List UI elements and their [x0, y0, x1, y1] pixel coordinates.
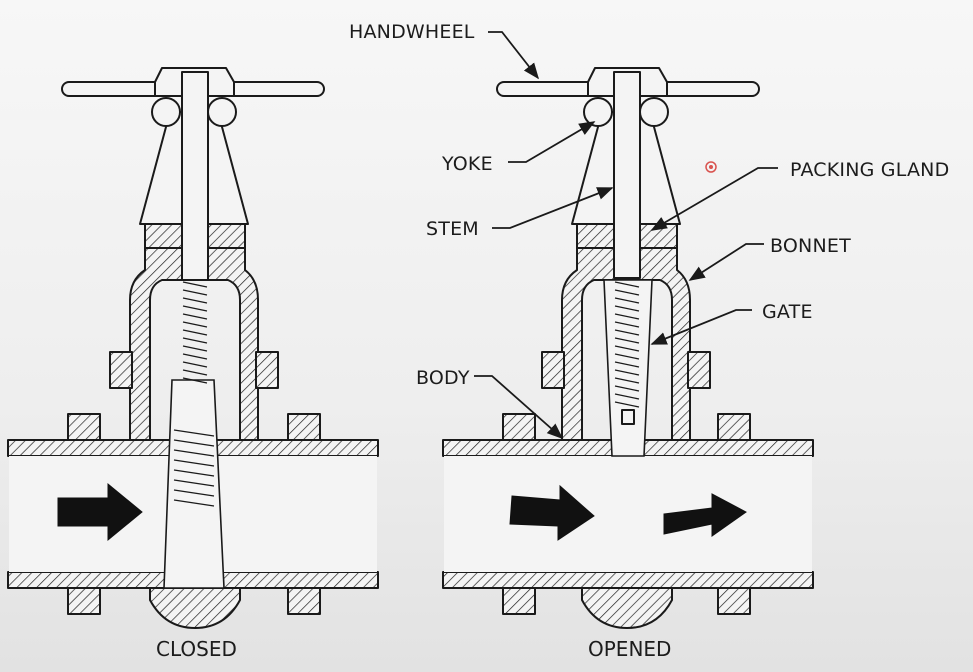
label-handwheel: HANDWHEEL — [349, 21, 475, 43]
leader-lines — [474, 31, 778, 440]
opened-yoke-nut — [583, 97, 613, 127]
closed-body-flange — [109, 351, 133, 389]
opened-gate — [603, 279, 653, 457]
label-packing-gland: PACKING GLAND — [790, 159, 949, 181]
closed-yoke-nut — [151, 97, 181, 127]
opened-flange — [717, 587, 751, 615]
opened-flow-arrow-2 — [663, 493, 747, 537]
label-body: BODY — [416, 367, 470, 389]
opened-yoke-nut — [639, 97, 669, 127]
caption-closed: CLOSED — [156, 637, 237, 661]
closed-body-flange — [255, 351, 279, 389]
label-yoke: YOKE — [441, 153, 493, 175]
closed-flow-arrow — [57, 482, 143, 542]
closed-flange — [287, 587, 321, 615]
label-bonnet: BONNET — [770, 235, 851, 257]
closed-flange — [67, 587, 101, 615]
label-gate: GATE — [762, 301, 813, 323]
opened-flange — [502, 413, 536, 441]
body-leader — [474, 375, 564, 440]
bonnet-leader — [688, 243, 764, 281]
opened-stem — [613, 71, 641, 279]
closed-flange — [287, 413, 321, 441]
cursor-marker-icon — [705, 161, 717, 173]
caption-opened: OPENED — [588, 637, 671, 661]
opened-body-bottom — [581, 587, 673, 629]
label-stem: STEM — [426, 218, 479, 240]
opened-body — [561, 247, 691, 441]
closed-yoke-nut — [207, 97, 237, 127]
handwheel-leader — [488, 31, 539, 80]
closed-stem — [181, 71, 209, 281]
opened-pipe-bottom-wall — [442, 571, 814, 589]
opened-flow-arrow-1 — [509, 484, 595, 541]
closed-flange — [67, 413, 101, 441]
closed-body-bottom — [149, 587, 241, 629]
closed-gate — [163, 379, 225, 589]
opened-flange — [717, 413, 751, 441]
closed-body — [129, 247, 259, 441]
opened-body-flange — [541, 351, 565, 389]
opened-flange — [502, 587, 536, 615]
opened-valve — [442, 67, 814, 629]
stem-leader — [492, 187, 614, 229]
gate-leader — [650, 309, 752, 345]
yoke-leader — [508, 121, 596, 163]
opened-stem-tip — [621, 409, 635, 425]
closed-valve — [7, 67, 379, 629]
packing-gland-leader — [650, 167, 778, 231]
opened-body-flange — [687, 351, 711, 389]
